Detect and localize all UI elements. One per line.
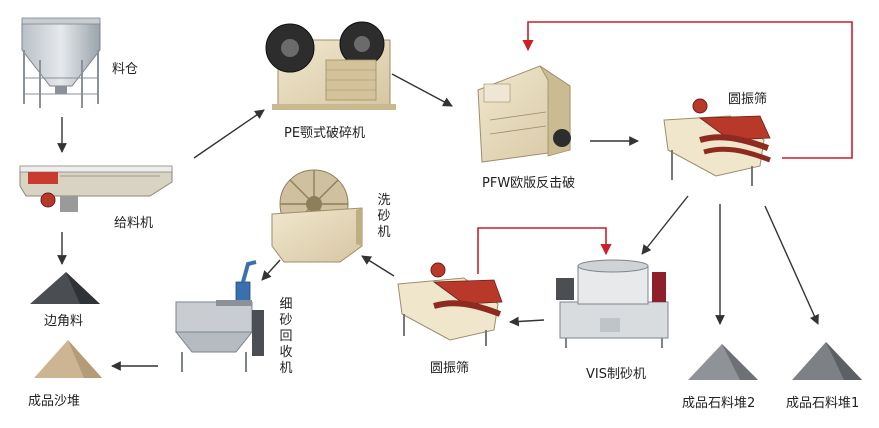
label-screen-bottom: 圆振筛 bbox=[430, 361, 470, 376]
vibrating-screen-bottom-machine bbox=[397, 262, 503, 346]
fine-sand-recycler-machine bbox=[174, 260, 264, 372]
return-loop-bottom bbox=[477, 227, 612, 274]
feeder-machine bbox=[19, 165, 173, 212]
stone-pile-1-pile bbox=[792, 342, 862, 380]
label-silo: 料仓 bbox=[112, 62, 139, 77]
vibrating-screen-top-machine bbox=[663, 98, 771, 186]
label-impact-crusher: PFW欧版反击破 bbox=[482, 176, 576, 191]
label-feeder: 给料机 bbox=[114, 216, 154, 231]
label-vsi-sand-maker: VIS制砂机 bbox=[586, 367, 646, 382]
label-stone-pile-1: 成品石料堆1 bbox=[786, 396, 860, 411]
arrow-screen-bottom-to-sand-washer bbox=[361, 255, 395, 277]
sand-washer-machine bbox=[271, 169, 363, 263]
silo-machine bbox=[21, 17, 101, 108]
arrow-screen-to-vsi bbox=[641, 195, 689, 255]
arrow-screen-to-stone-pile-1 bbox=[764, 205, 819, 325]
jaw-crusher-machine bbox=[265, 21, 396, 110]
arrow-jaw-to-impact-crusher bbox=[391, 73, 453, 107]
label-stone-pile-2: 成品石料堆2 bbox=[682, 396, 756, 411]
return-loops bbox=[477, 21, 853, 274]
return-loop-top bbox=[522, 21, 853, 159]
label-corner-material: 边角料 bbox=[44, 314, 84, 329]
label-finished-sand: 成品沙堆 bbox=[28, 394, 81, 409]
vsi-sand-maker-machine bbox=[556, 259, 669, 348]
arrow-vsi-to-screen-bottom bbox=[509, 316, 545, 327]
label-jaw-crusher: PE颚式破碎机 bbox=[284, 126, 366, 141]
finished-sand-pile bbox=[34, 340, 102, 378]
impact-crusher-machine bbox=[477, 65, 571, 163]
corner-material-pile bbox=[30, 272, 100, 304]
flow-arrows bbox=[57, 73, 819, 371]
arrow-sand-washer-to-recycler bbox=[261, 259, 281, 281]
stone-pile-2-pile bbox=[688, 344, 758, 380]
label-fine-sand-recycler: 细砂回收机 bbox=[279, 297, 293, 376]
arrow-feeder-to-jaw-crusher bbox=[193, 109, 265, 159]
label-screen-top: 圆振筛 bbox=[728, 92, 768, 107]
label-sand-washer: 洗砂机 bbox=[377, 193, 391, 240]
